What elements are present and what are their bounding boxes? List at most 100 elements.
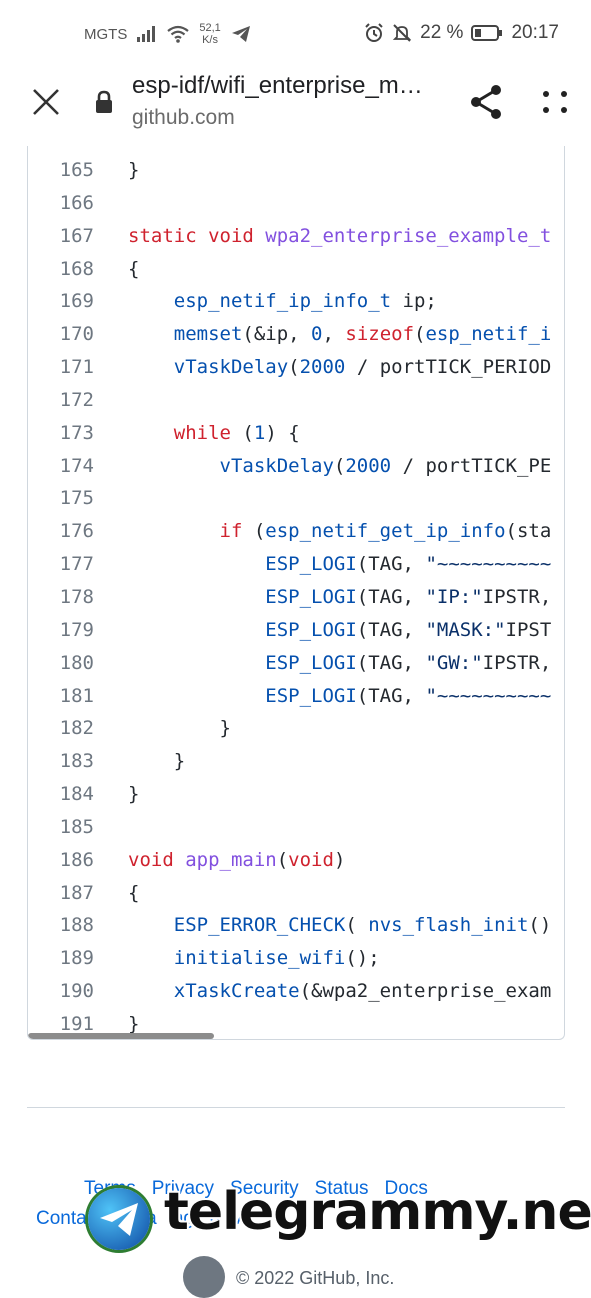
- github-logo-icon[interactable]: [183, 1256, 225, 1298]
- carrier-label: MGTS: [84, 25, 128, 43]
- more-options-button[interactable]: [538, 84, 574, 120]
- code-token: [128, 520, 220, 542]
- line-number[interactable]: 165: [59, 159, 94, 181]
- footer-link-status[interactable]: Status: [314, 1178, 369, 1199]
- line-number[interactable]: 166: [59, 191, 94, 214]
- code-line: 181 ESP_LOGI(TAG, "~~~~~~~~~~: [28, 680, 564, 713]
- code-token: [128, 290, 174, 312]
- page-title[interactable]: esp-idf/wifi_enterprise_m…: [132, 72, 423, 99]
- telegram-logo-icon: [88, 1188, 150, 1250]
- code-token: }: [128, 750, 186, 773]
- code-token: nvs_flash_init: [368, 914, 529, 937]
- code-token: ESP_ERROR_CHECK: [173, 914, 346, 937]
- code-token: / portTICK_PE: [391, 454, 552, 477]
- line-number[interactable]: 176: [59, 520, 94, 543]
- code-token: (TAG,: [356, 585, 426, 608]
- footer-link-pricing[interactable]: g: [209, 1208, 221, 1229]
- line-number[interactable]: 169: [59, 290, 94, 313]
- line-number[interactable]: 191: [59, 1012, 94, 1035]
- code-token: [128, 422, 174, 444]
- footer-link-privacy[interactable]: Privacy: [151, 1178, 215, 1199]
- close-tab-button[interactable]: [28, 84, 64, 120]
- code-line: 174 vTaskDelay(2000 / portTICK_PE: [28, 450, 564, 483]
- line-number[interactable]: 185: [59, 815, 94, 838]
- line-number[interactable]: 177: [59, 553, 94, 576]
- code-token: "MASK:": [425, 618, 506, 641]
- code-token: }: [128, 783, 140, 806]
- line-number[interactable]: 170: [59, 323, 94, 346]
- line-number[interactable]: 172: [59, 388, 94, 411]
- line-content: vTaskDelay(2000 / portTICK_PE: [128, 450, 552, 483]
- code-line: 180 ESP_LOGI(TAG, "GW:"IPSTR,: [28, 647, 564, 680]
- code-token: ESP_LOGI: [265, 585, 357, 608]
- code-token: (TAG,: [356, 651, 426, 674]
- line-number[interactable]: 173: [59, 421, 94, 444]
- code-line: 178 ESP_LOGI(TAG, "IP:"IPSTR,: [28, 581, 564, 614]
- code-token: esp_netif_ip_info_t: [173, 290, 392, 313]
- code-token: memset: [173, 323, 243, 346]
- code-token: (TAG,: [356, 553, 426, 576]
- code-token: IPSTR,: [482, 585, 552, 608]
- code-line: 170 memset(&ip, 0, sizeof(esp_netif_i: [28, 318, 564, 351]
- code-line: 187{: [28, 877, 564, 910]
- code-token: sizeof: [345, 323, 415, 346]
- line-number[interactable]: 190: [59, 980, 94, 1003]
- code-token: (: [242, 520, 266, 543]
- page-domain[interactable]: github.com: [132, 106, 235, 129]
- line-content: {: [128, 253, 139, 286]
- line-number[interactable]: 189: [59, 947, 94, 970]
- footer-link-blog[interactable]: ng: [172, 1208, 194, 1229]
- line-number[interactable]: 178: [59, 585, 94, 608]
- footer-link-docs[interactable]: Docs: [384, 1178, 428, 1199]
- share-button[interactable]: [466, 82, 506, 122]
- line-number[interactable]: 182: [59, 717, 94, 740]
- line-content: ESP_LOGI(TAG, "GW:"IPSTR,: [128, 647, 551, 680]
- code-token: }: [128, 159, 140, 181]
- line-content: }: [128, 745, 185, 778]
- line-number[interactable]: 167: [59, 224, 94, 247]
- line-content: ESP_LOGI(TAG, "~~~~~~~~~~: [128, 548, 551, 581]
- code-token: [128, 323, 174, 345]
- footer-link-contact[interactable]: Conta: [36, 1208, 87, 1229]
- line-number[interactable]: 175: [59, 487, 94, 510]
- code-token: IPSTR,: [482, 651, 552, 674]
- line-content: ESP_LOGI(TAG, "MASK:"IPST: [128, 614, 551, 647]
- line-number[interactable]: 187: [59, 881, 94, 904]
- code-token: / portTICK_PERIOD: [345, 356, 552, 379]
- footer-link-security[interactable]: Security: [230, 1178, 299, 1199]
- code-token: (TAG,: [356, 618, 426, 641]
- copyright-text: © 2022 GitHub, Inc.: [236, 1268, 395, 1288]
- line-number[interactable]: 180: [59, 651, 94, 674]
- line-content: }: [128, 778, 139, 811]
- code-line: 176 if (esp_netif_get_ip_info(sta: [28, 515, 564, 548]
- code-line: 175: [28, 482, 564, 515]
- code-token: [128, 586, 265, 608]
- line-number[interactable]: 179: [59, 618, 94, 641]
- code-token: vTaskDelay: [219, 454, 334, 477]
- footer-link-about[interactable]: A: [236, 1208, 250, 1229]
- line-number[interactable]: 184: [59, 783, 94, 806]
- code-line: 173 while (1) {: [28, 417, 564, 450]
- line-number[interactable]: 181: [59, 684, 94, 707]
- line-number[interactable]: 188: [59, 914, 94, 937]
- code-token: [128, 685, 265, 707]
- battery-percent: 22 %: [420, 22, 464, 43]
- horizontal-scrollbar[interactable]: [28, 1033, 214, 1039]
- line-content: ESP_LOGI(TAG, "~~~~~~~~~~: [128, 680, 551, 713]
- line-number[interactable]: 174: [59, 454, 94, 477]
- watermark-text: telegrammy.net: [164, 1182, 591, 1242]
- line-number[interactable]: 168: [59, 257, 94, 280]
- line-number[interactable]: 171: [59, 356, 94, 379]
- code-token: ESP_LOGI: [265, 651, 357, 674]
- code-token: (: [276, 848, 289, 871]
- code-token: "~~~~~~~~~~: [425, 684, 552, 707]
- line-number[interactable]: 186: [59, 848, 94, 871]
- line-number[interactable]: 183: [59, 750, 94, 773]
- mute-bell-icon: [392, 23, 412, 43]
- code-token: [128, 980, 174, 1002]
- footer-divider: [27, 1107, 565, 1108]
- code-token: ESP_LOGI: [265, 553, 357, 576]
- code-token: (: [230, 421, 254, 444]
- line-content: ESP_LOGI(TAG, "IP:"IPSTR,: [128, 581, 551, 614]
